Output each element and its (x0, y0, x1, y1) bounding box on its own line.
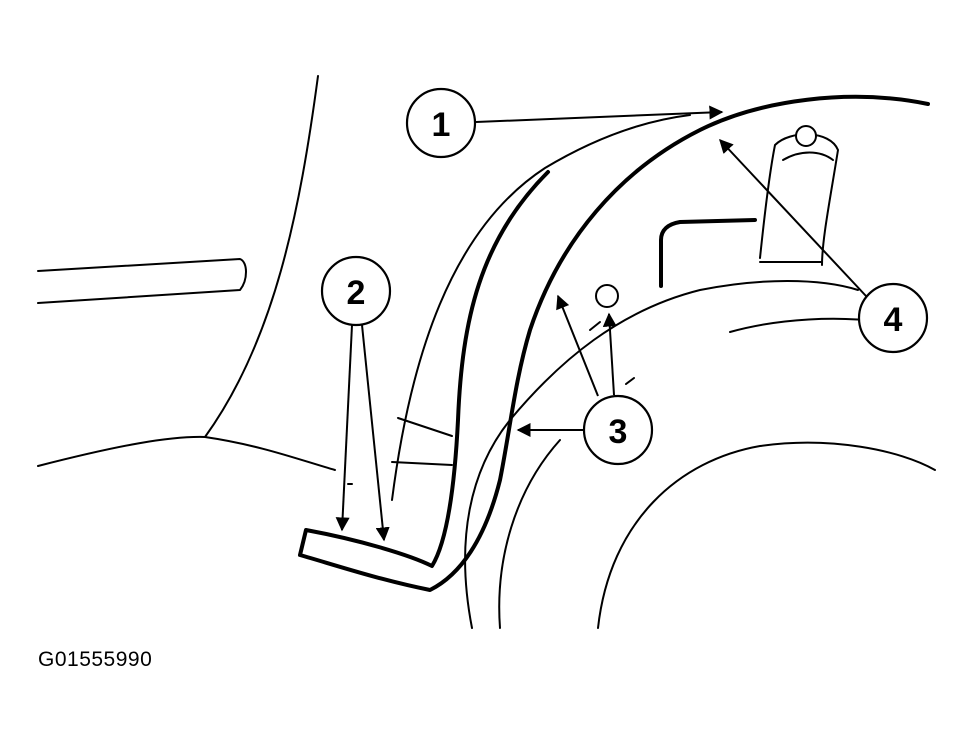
callout-4: 4 (857, 282, 929, 354)
tire-arc-lower (597, 441, 936, 629)
wheel-opening-arc-inner (498, 439, 561, 629)
callout-1-label: 1 (432, 106, 451, 144)
side-trim-molding (37, 258, 247, 304)
callout-2-arrow-a (335, 324, 353, 532)
strut-bracket (659, 218, 757, 288)
callout-1-arrow (475, 105, 724, 123)
callout-2-label: 2 (347, 274, 366, 312)
body-sill-line (37, 435, 336, 471)
strut-tower-cap (782, 151, 834, 161)
callout-1: 1 (405, 87, 477, 159)
wheel-opening-arc (464, 280, 859, 629)
callout-4-arrow (719, 138, 867, 297)
callout-3-label: 3 (609, 413, 628, 451)
callout-4-label: 4 (884, 301, 903, 339)
figure-code: G01555990 (38, 648, 153, 671)
rear-door-edge (204, 75, 319, 438)
callout-2: 2 (320, 255, 392, 327)
callout-3-arrow-c (602, 312, 617, 396)
liner-dash-2 (625, 377, 635, 385)
callout-3-arrow-b (556, 294, 599, 397)
inner-flange-line-2 (391, 461, 453, 466)
inner-flange-line (397, 417, 453, 437)
fastener-hole (595, 284, 619, 308)
strut-top-bolt (795, 125, 817, 147)
callout-3: 3 (582, 394, 654, 466)
liner-dash-1 (589, 321, 601, 331)
tire-arc-upper (729, 317, 881, 333)
inner-wheelhouse-edge (391, 114, 691, 501)
fender-liner-outline (298, 94, 930, 592)
callout-2-arrow-b (361, 324, 390, 542)
